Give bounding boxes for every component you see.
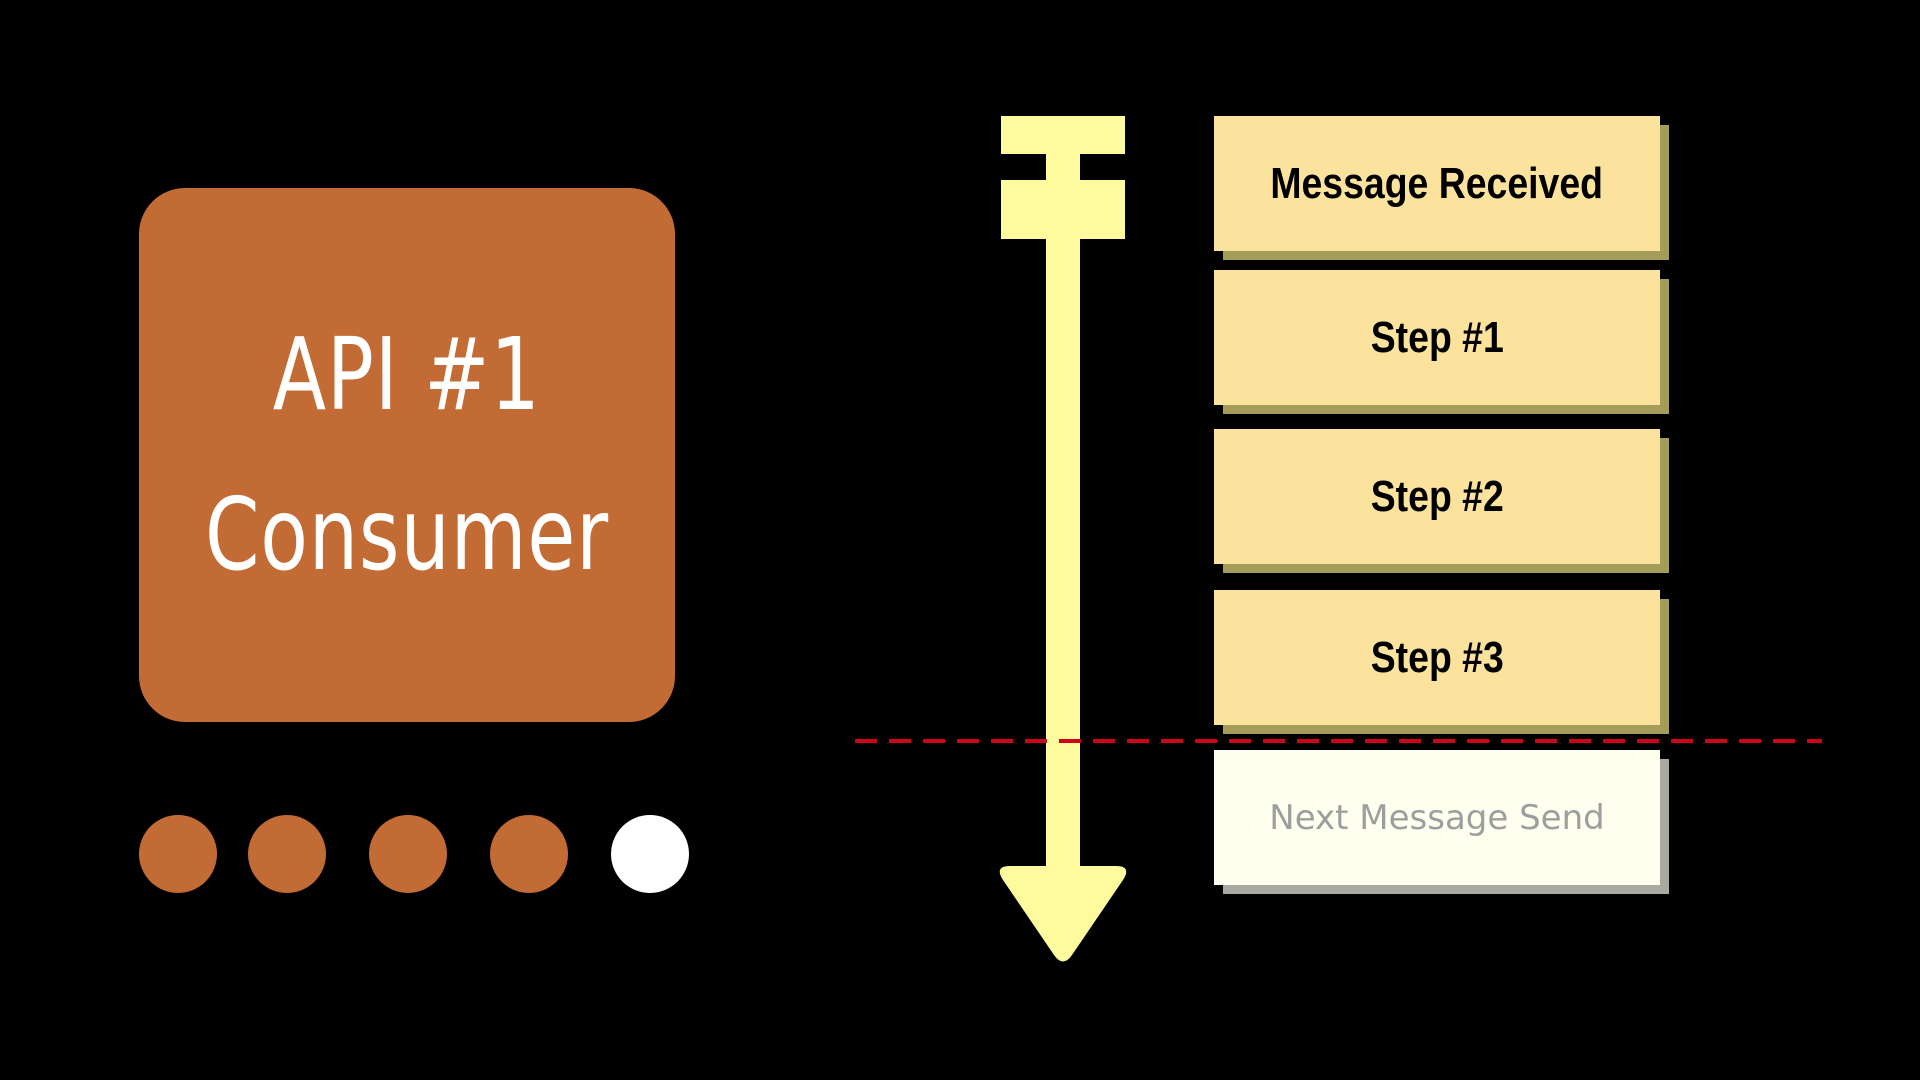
step-label: Step #3 [1370,632,1504,682]
step-label: Message Received [1270,158,1604,208]
progress-dots [139,815,699,893]
progress-dot [490,815,568,893]
progress-dot [248,815,326,893]
step-3: Step #3 [1214,590,1660,725]
api-consumer-box: API #1 Consumer [139,188,675,722]
progress-dot [611,815,689,893]
arrow-cap-neck [1046,150,1080,184]
step-next-message-send: Next Message Send [1214,750,1660,885]
api-consumer-subtitle: Consumer [205,476,609,593]
step-label: Step #1 [1370,312,1504,362]
timeline-arrow [999,116,1127,962]
arrow-head [999,866,1127,962]
step-2: Step #2 [1214,429,1660,564]
progress-dot [369,815,447,893]
arrow-cap-bottom [1001,180,1125,239]
progress-dot [139,815,217,893]
arrow-cap-top [1001,116,1125,154]
api-consumer-title: API #1 [273,316,541,433]
arrow-shaft [1046,236,1080,876]
step-label: Next Message Send [1269,797,1605,838]
step-label: Step #2 [1370,471,1504,521]
step-message-received: Message Received [1214,116,1660,251]
step-1: Step #1 [1214,270,1660,405]
